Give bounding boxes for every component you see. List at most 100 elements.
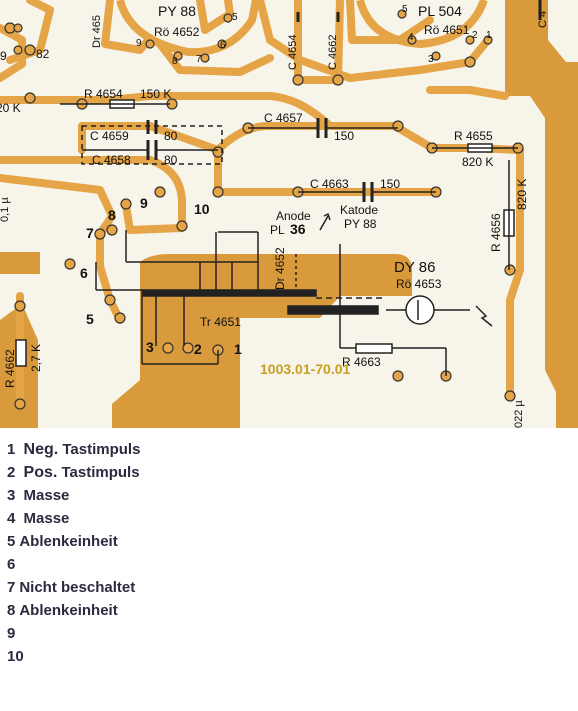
label-c4657: C 4657: [264, 111, 303, 125]
legend-number: 2: [7, 464, 16, 481]
py88-pin-5: 5: [232, 12, 238, 23]
label-c4663-value: 150: [380, 177, 400, 191]
pl504-pin-2: 2: [472, 30, 478, 41]
legend-number: 10: [7, 648, 24, 665]
py88-pin-9: 9: [136, 38, 142, 49]
legend-text-secondary: Tastimpuls: [61, 464, 140, 481]
label-c4658-value: 80: [164, 153, 178, 167]
legend-row: 2 Pos. Tastimpuls: [7, 464, 567, 487]
legend-number: 8: [7, 602, 16, 619]
label-dr-top: Dr 465: [91, 15, 103, 48]
tube-dy86-symbol: [405, 295, 435, 325]
label-c-bottom-value: 022 µ: [513, 400, 525, 428]
tube-py88-ref: Rö 4652: [154, 25, 200, 39]
label-katode: Katode: [340, 203, 378, 217]
py88-pin-7: 7: [196, 54, 202, 65]
board-background: [0, 0, 578, 428]
resistor-r4662: [15, 339, 27, 367]
pin-label-7: 7: [86, 225, 94, 241]
pin-label-3: 3: [146, 339, 154, 355]
pin-label-10: 10: [194, 201, 210, 217]
pl504-pin-5: 5: [402, 4, 408, 15]
label-r-left: 20 K: [0, 101, 21, 115]
label-c4657-value: 150: [334, 129, 354, 143]
legend-number: 3: [7, 487, 16, 504]
label-r4654-value: 150 K: [140, 87, 171, 101]
resistor-r4663: [355, 343, 393, 354]
label-anode: Anode: [276, 209, 311, 223]
legend-number: 9: [7, 625, 16, 642]
label-r4662: R 4662: [3, 349, 17, 388]
label-r4656-value: 820 K: [515, 179, 529, 210]
copper-area-right: [505, 0, 578, 428]
label-board-code: 1003.01-70.01: [260, 361, 351, 377]
pl504-pin-1: 1: [486, 30, 492, 41]
legend-number: 1: [7, 441, 16, 458]
legend-text: Masse: [23, 510, 70, 527]
label-c-left-value: 0,1 µ: [0, 197, 11, 222]
pin-label-6: 6: [80, 265, 88, 281]
pin-label-8: 8: [108, 207, 116, 223]
label-c4663: C 4663: [310, 177, 349, 191]
board-labels: PY 88 Rö 4652 PL 504 Rö 4651 DY 86 Rö 46…: [0, 3, 549, 428]
pin-label-9: 9: [140, 195, 148, 211]
tube-py88-type: PY 88: [158, 3, 196, 19]
legend-text: Pos.: [23, 464, 58, 481]
legend-text: Ablenkeinheit: [19, 533, 118, 550]
label-r4655: R 4655: [454, 129, 493, 143]
component-symbols: [15, 0, 542, 376]
circuit-board-svg: PY 88 Rö 4652 PL 504 Rö 4651 DY 86 Rö 46…: [0, 0, 578, 428]
legend-row: 1 Neg. Tastimpuls: [7, 441, 567, 464]
tube-py88-ring: [116, 0, 260, 57]
capacitor-group-box: [81, 125, 223, 165]
label-r4654: R 4654: [84, 87, 123, 101]
legend-number: 4: [7, 510, 16, 527]
legend-row: 3 Masse: [7, 487, 567, 510]
legend-text: Masse: [23, 487, 70, 504]
py88-pin-8: 8: [172, 56, 178, 67]
pin-label-1: 1: [234, 341, 242, 357]
tube-pl504-ring: [356, 0, 488, 49]
legend-number: 7: [7, 579, 16, 596]
legend-row: 6: [7, 556, 567, 579]
label-anode-tube-num: 36: [290, 221, 306, 237]
legend-number: 5: [7, 533, 16, 550]
py88-pin-6: 6: [220, 40, 226, 51]
legend-text-secondary: Tastimpuls: [62, 441, 141, 458]
label-anode-tube: PL: [270, 223, 285, 237]
label-transformer: Tr 4651: [200, 315, 241, 329]
label-c4662: C 4662: [327, 35, 339, 70]
pin-label-5: 5: [86, 311, 94, 327]
label-c-right: C 4: [537, 11, 549, 28]
edge-label-9: 9: [0, 49, 7, 63]
tube-pl504-type: PL 504: [418, 3, 462, 19]
label-r4663: R 4663: [342, 355, 381, 369]
label-c4654: C 4654: [287, 35, 299, 70]
label-katode-tube: PY 88: [344, 217, 377, 231]
tube-pl504-ref: Rö 4651: [424, 23, 470, 37]
tube-dy86-ref: Rö 4653: [396, 277, 442, 291]
legend-text: Neg.: [23, 441, 59, 458]
label-r4655-value: 820 K: [462, 155, 493, 169]
pin-legend: 1 Neg. Tastimpuls 2 Pos. Tastimpuls 3 Ma…: [7, 441, 567, 671]
legend-row: 4 Masse: [7, 510, 567, 533]
label-choke-dr: Dr 4652: [273, 247, 287, 290]
edge-label-82: 82: [36, 47, 50, 61]
pin-label-2: 2: [194, 341, 202, 357]
solder-pads: [4, 9, 524, 410]
legend-row: 9: [7, 625, 567, 648]
label-c4658: C 4658: [92, 153, 131, 167]
legend-text: Nicht beschaltet: [19, 579, 136, 596]
pl504-pin-3: 3: [428, 54, 434, 65]
tube-dy86-type: DY 86: [394, 259, 435, 276]
transformer-core: [141, 289, 317, 297]
label-r4656: R 4656: [489, 213, 503, 252]
pl504-pin-4: 4: [408, 32, 414, 43]
legend-number: 6: [7, 556, 16, 573]
transformer-secondary: [287, 305, 379, 315]
label-c4659-value: 80: [164, 129, 178, 143]
copper-area-left-mid: [0, 252, 40, 274]
